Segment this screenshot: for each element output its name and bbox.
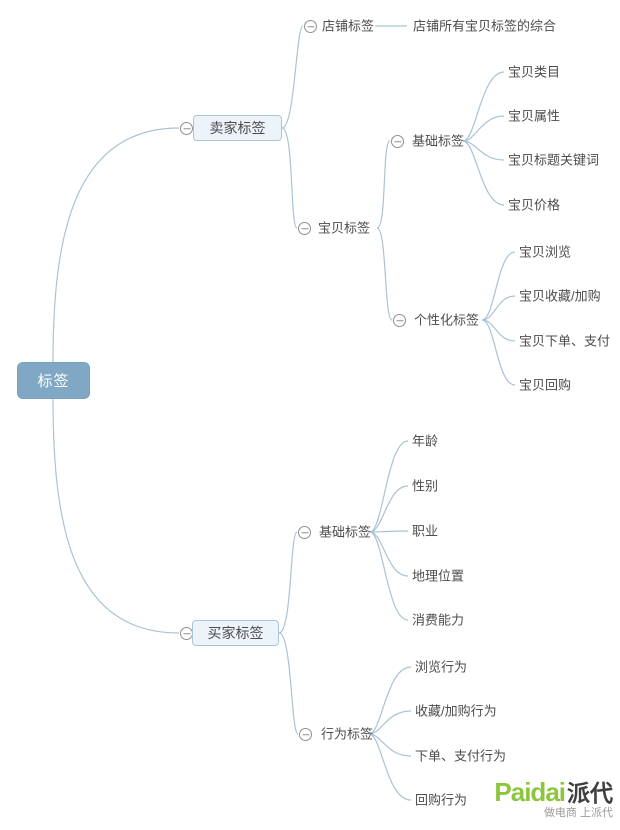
minus-icon [183, 127, 190, 130]
collapse-toggle-buyer-basic[interactable] [298, 526, 311, 539]
leaf-node[interactable]: 回购行为 [415, 792, 468, 808]
collapse-toggle-item[interactable] [298, 222, 311, 235]
collapse-toggle-personalized[interactable] [393, 314, 406, 327]
leaf-node[interactable]: 收藏/加购行为 [415, 703, 497, 719]
node-item-tags[interactable]: 宝贝标签 [318, 220, 371, 236]
minus-icon [302, 733, 309, 736]
leaf-node[interactable]: 消费能力 [412, 612, 465, 628]
link-seller-item [281, 127, 298, 229]
leaf-node[interactable]: 宝贝下单、支付 [519, 333, 611, 349]
node-shop-tags-note[interactable]: 店铺所有宝贝标签的综合 [413, 18, 557, 34]
leaf-node[interactable]: 宝贝回购 [519, 377, 572, 393]
node-root[interactable]: 标签 [17, 362, 90, 399]
minus-icon [396, 319, 403, 322]
minus-icon [183, 632, 190, 635]
link-seller-shop [281, 25, 304, 129]
leaf-node[interactable]: 宝贝浏览 [519, 244, 572, 260]
leaf-node[interactable]: 地理位置 [412, 568, 465, 584]
node-buyer-basic-tags[interactable]: 基础标签 [319, 524, 372, 540]
leaf-node[interactable]: 宝贝收藏/加购 [519, 288, 601, 304]
link-buyer-behavior [278, 632, 299, 735]
leaf-node[interactable]: 宝贝类目 [508, 64, 561, 80]
link-item-basic [376, 140, 391, 229]
collapse-toggle-shop[interactable] [304, 20, 317, 33]
leaf-node[interactable]: 职业 [412, 523, 439, 539]
paidai-logo: Paidai 派代 做电商 上派代 [488, 779, 613, 819]
leaf-node[interactable]: 性别 [412, 478, 439, 494]
leaf-node[interactable]: 宝贝价格 [508, 197, 561, 213]
node-seller-tags[interactable]: 卖家标签 [193, 115, 282, 141]
leaf-node[interactable]: 年龄 [412, 433, 439, 449]
paidai-wordmark: Paidai [494, 777, 566, 807]
minus-icon [301, 531, 308, 534]
node-personalized-tags[interactable]: 个性化标签 [414, 312, 480, 328]
link-root-seller [52, 127, 180, 363]
node-seller-basic-tags[interactable]: 基础标签 [412, 133, 465, 149]
node-behavior-tags[interactable]: 行为标签 [321, 726, 374, 742]
link-item-personalized [376, 227, 393, 321]
leaf-node[interactable]: 浏览行为 [415, 659, 468, 675]
node-buyer-tags[interactable]: 买家标签 [192, 620, 279, 646]
minus-icon [307, 25, 314, 28]
node-shop-tags[interactable]: 店铺标签 [322, 18, 375, 34]
paidai-cjk-logotype: 派代 [567, 781, 613, 807]
paidai-tagline: 做电商 上派代 [543, 807, 613, 819]
link-buyer-basic [278, 531, 298, 634]
leaf-node[interactable]: 下单、支付行为 [415, 748, 507, 764]
minus-icon [301, 227, 308, 230]
collapse-toggle-seller[interactable] [180, 122, 193, 135]
leaf-node[interactable]: 宝贝属性 [508, 108, 561, 124]
collapse-toggle-behavior[interactable] [299, 728, 312, 741]
minus-icon [394, 140, 401, 143]
leaf-node[interactable]: 宝贝标题关键词 [508, 152, 600, 168]
collapse-toggle-seller-basic[interactable] [391, 135, 404, 148]
link-root-buyer [52, 398, 180, 634]
